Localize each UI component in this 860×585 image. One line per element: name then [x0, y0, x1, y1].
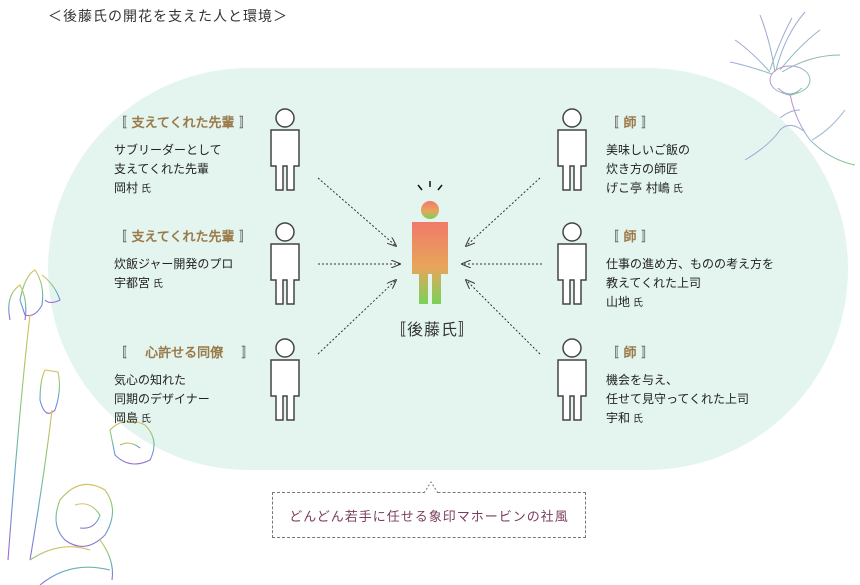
role-label: 〚 支えてくれた先輩 〛 [114, 116, 253, 131]
person-description: 気心の知れた 同期のデザイナー 岡島氏 [114, 373, 210, 425]
person-icon [557, 338, 587, 421]
left-person-2: 〚 支えてくれた先輩 〛 炊飯ジャー開発のプロ 宇都宮氏 [114, 226, 294, 294]
person-icon [270, 108, 300, 191]
arrow-left-top [317, 177, 396, 246]
culture-callout-text: どんどん若手に任せる象印マホービンの社風 [289, 509, 569, 525]
person-description: 美味しいご飯の 炊き方の師匠 げこ亭 村嶋氏 [606, 143, 691, 195]
culture-callout: どんどん若手に任せる象印マホービンの社風 [272, 492, 586, 538]
right-person-1: 〚 師 〛 美味しいご飯の 炊き方の師匠 げこ亭 村嶋氏 [606, 112, 786, 199]
right-person-2: 〚 師 〛 仕事の進め方、ものの考え方を 教えてくれた上司 山地氏 [606, 226, 786, 313]
role-label: 〚 師 〛 [606, 346, 655, 361]
person-description: 仕事の進め方、ものの考え方を 教えてくれた上司 山地氏 [606, 257, 775, 309]
spark-lines-icon [417, 181, 443, 191]
diagram-title: ＜後藤氏の開花を支えた人と環境＞ [48, 9, 288, 25]
person-icon [557, 222, 587, 305]
person-description: サブリーダーとして 支えてくれた先輩 岡村氏 [114, 143, 222, 195]
left-person-1: 〚 支えてくれた先輩 〛 サブリーダーとして 支えてくれた先輩 岡村氏 [114, 112, 294, 199]
role-label: 〚 師 〛 [606, 116, 655, 131]
arrow-right-bottom [466, 280, 541, 355]
person-icon [270, 338, 300, 421]
role-label: 〚 師 〛 [606, 230, 655, 245]
left-person-3: 〚 心許せる同僚 〛 気心の知れた 同期のデザイナー 岡島氏 [114, 342, 294, 429]
person-description: 炊飯ジャー開発のプロ 宇都宮氏 [114, 257, 234, 290]
person-icon [270, 222, 300, 305]
thistle-flower-illustration [729, 11, 856, 166]
callout-pointer [424, 481, 438, 494]
right-person-3: 〚 師 〛 機会を与え、 任せて見守ってくれた上司 宇和氏 [606, 342, 786, 429]
central-person-icon [412, 201, 448, 304]
lily-flower-illustration [7, 269, 155, 585]
role-label: 〚 心許せる同僚 〛 [114, 346, 255, 361]
arrow-left-bottom [317, 280, 396, 355]
person-description: 機会を与え、 任せて見守ってくれた上司 宇和氏 [606, 373, 750, 425]
role-label: 〚 支えてくれた先輩 〛 [114, 230, 253, 245]
arrow-right-top [466, 177, 541, 246]
center-person-label: 〚後藤氏〛 [390, 320, 476, 339]
person-icon [557, 108, 587, 191]
